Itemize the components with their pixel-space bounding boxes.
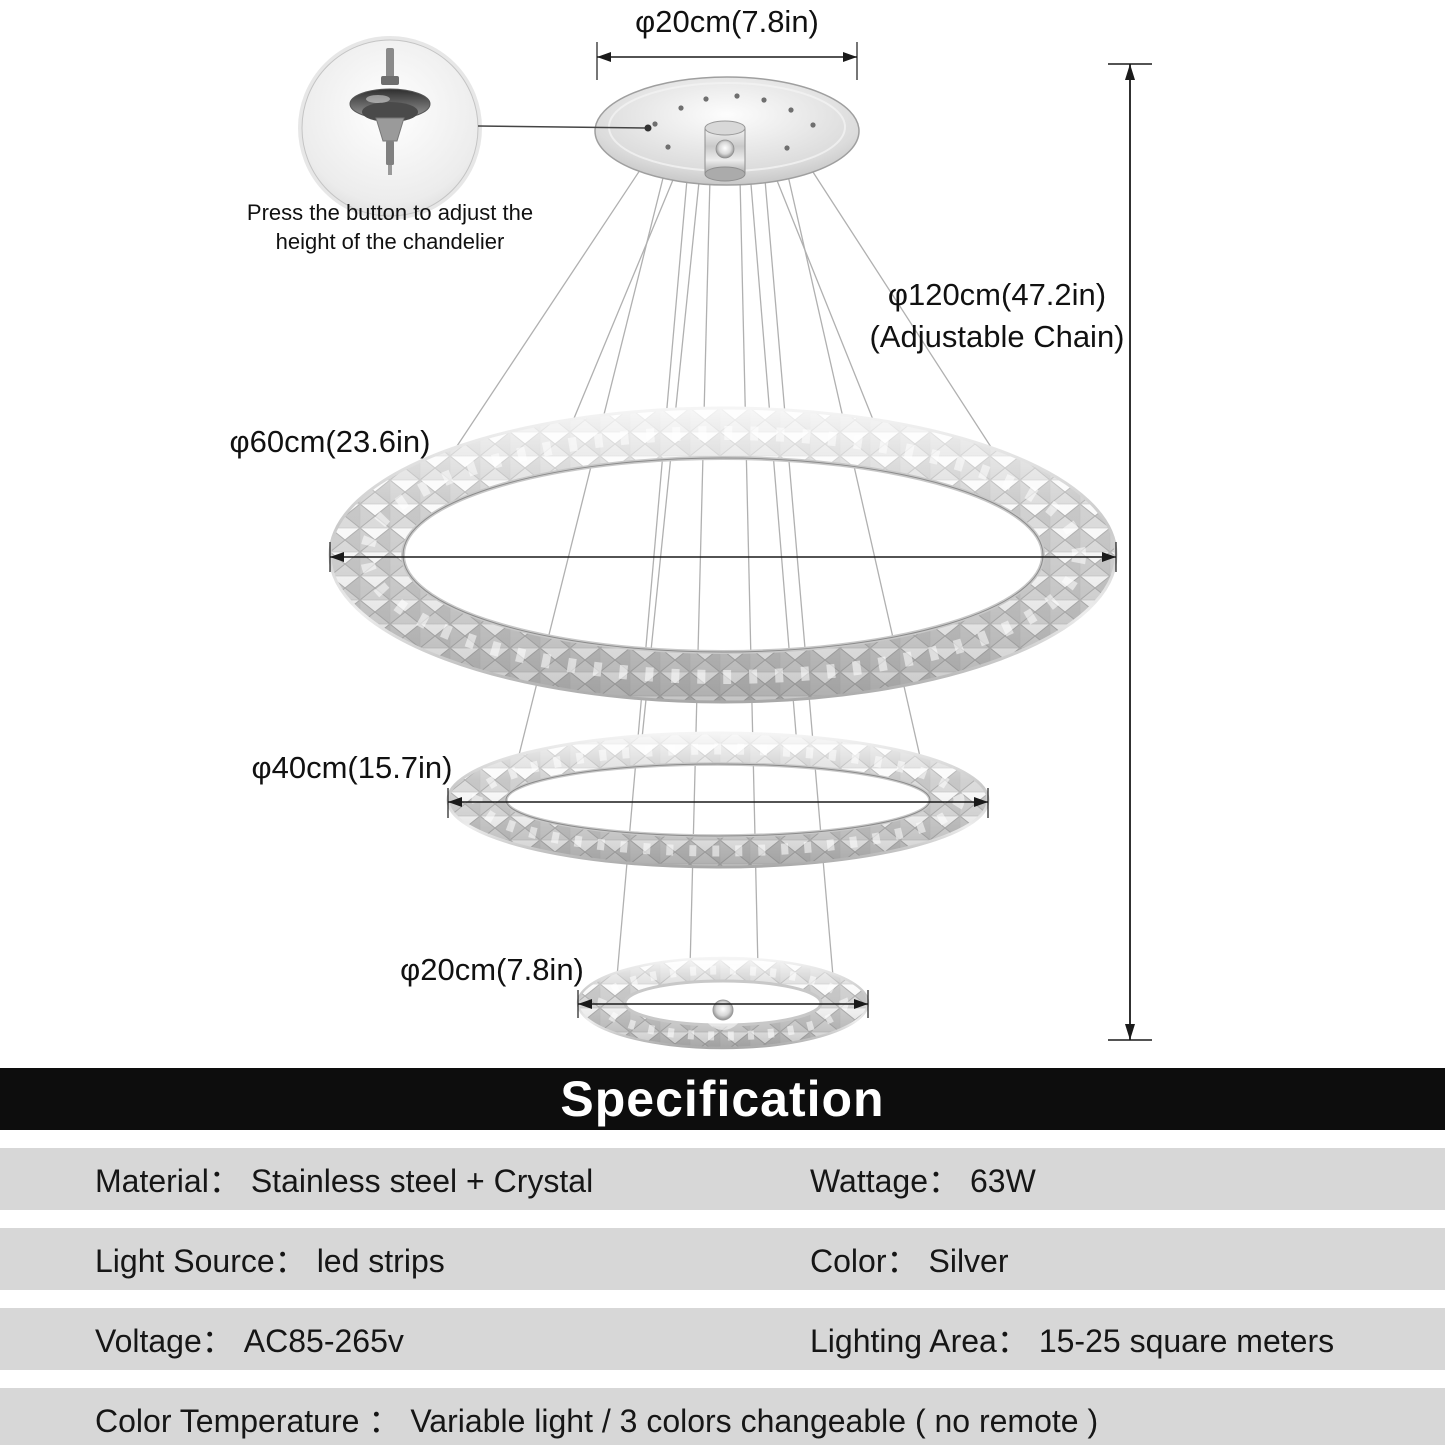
color-temperature-cell: Color Temperature ： Variable light / 3 c… [95, 1396, 1098, 1442]
wattage-label: Wattage： [810, 1163, 960, 1199]
wattage-cell: Wattage： 63W [810, 1156, 1036, 1202]
adjuster-mechanism [349, 48, 431, 175]
chandelier-diagram: Press the button to adjust the height of… [229, 4, 1152, 1050]
wattage-value: 63W [970, 1163, 1036, 1199]
adjuster-note-line1: Press the button to adjust the [247, 200, 533, 225]
adjustable-chain-note: (Adjustable Chain) [869, 319, 1124, 354]
spec-row-lightsource-color: Light Source： led strips Color： Silver [0, 1228, 1445, 1290]
canopy-dimension-label: φ20cm(7.8in) [635, 4, 819, 39]
color-value: Silver [928, 1243, 1009, 1279]
height-adjuster-inset: Press the button to adjust the height of… [247, 36, 652, 254]
material-value: Stainless steel + Crystal [250, 1163, 594, 1199]
specification-section: Specification Material： Stainless steel … [0, 1068, 1445, 1445]
crystal-ring-medium [446, 731, 990, 869]
material-cell: Material： Stainless steel + Crystal [95, 1156, 810, 1202]
crystal-ring-large [328, 406, 1118, 704]
color-cell: Color： Silver [810, 1236, 1009, 1282]
spec-row-color-temperature: Color Temperature ： Variable light / 3 c… [0, 1388, 1445, 1445]
ring-large-dimension-label: φ60cm(23.6in) [229, 424, 430, 459]
ring-medium-dimension: φ40cm(15.7in) [251, 750, 989, 818]
inset-leader-dot [644, 124, 652, 132]
spec-row-material-wattage: Material： Stainless steel + Crystal Watt… [0, 1148, 1445, 1210]
light-source-label: Light Source： [95, 1243, 307, 1279]
chain-dimension: φ120cm(47.2in) (Adjustable Chain) [869, 63, 1152, 1041]
voltage-label: Voltage： [95, 1323, 234, 1359]
lighting-area-label: Lighting Area： [810, 1323, 1029, 1359]
spec-row-voltage-lightingarea: Voltage： AC85-265v Lighting Area： 15-25 … [0, 1308, 1445, 1370]
color-temperature-value: Variable light / 3 colors changeable ( n… [410, 1403, 1099, 1439]
led-lens-icon [712, 999, 734, 1021]
inset-leader-line [477, 125, 647, 129]
adjuster-note-line2: height of the chandelier [276, 229, 505, 254]
ceiling-plate [594, 76, 860, 186]
voltage-cell: Voltage： AC85-265v [95, 1316, 810, 1362]
material-label: Material： [95, 1163, 241, 1199]
light-source-value: led strips [316, 1243, 445, 1279]
crystal-ring-small [576, 956, 870, 1050]
lighting-area-value: 15-25 square meters [1038, 1323, 1335, 1359]
led-driver [704, 120, 746, 182]
chain-dimension-label: φ120cm(47.2in) [888, 277, 1106, 312]
chandelier-illustration: Press the button to adjust the height of… [229, 4, 1152, 1050]
light-source-cell: Light Source： led strips [95, 1236, 810, 1282]
canopy-dimension: φ20cm(7.8in) [596, 4, 858, 80]
color-temperature-label: Color Temperature ： [95, 1403, 401, 1439]
voltage-value: AC85-265v [243, 1323, 404, 1359]
lighting-area-cell: Lighting Area： 15-25 square meters [810, 1316, 1334, 1362]
ring-large-dimension: φ60cm(23.6in) [229, 424, 1117, 572]
specification-header: Specification [0, 1068, 1445, 1130]
canopy-screws [652, 93, 816, 151]
ring-medium-dimension-label: φ40cm(15.7in) [251, 750, 452, 785]
specification-title: Specification [560, 1071, 885, 1127]
ring-small-dimension-label: φ20cm(7.8in) [400, 952, 584, 987]
ring-small-dimension: φ20cm(7.8in) [400, 952, 869, 1018]
color-label: Color： [810, 1243, 919, 1279]
